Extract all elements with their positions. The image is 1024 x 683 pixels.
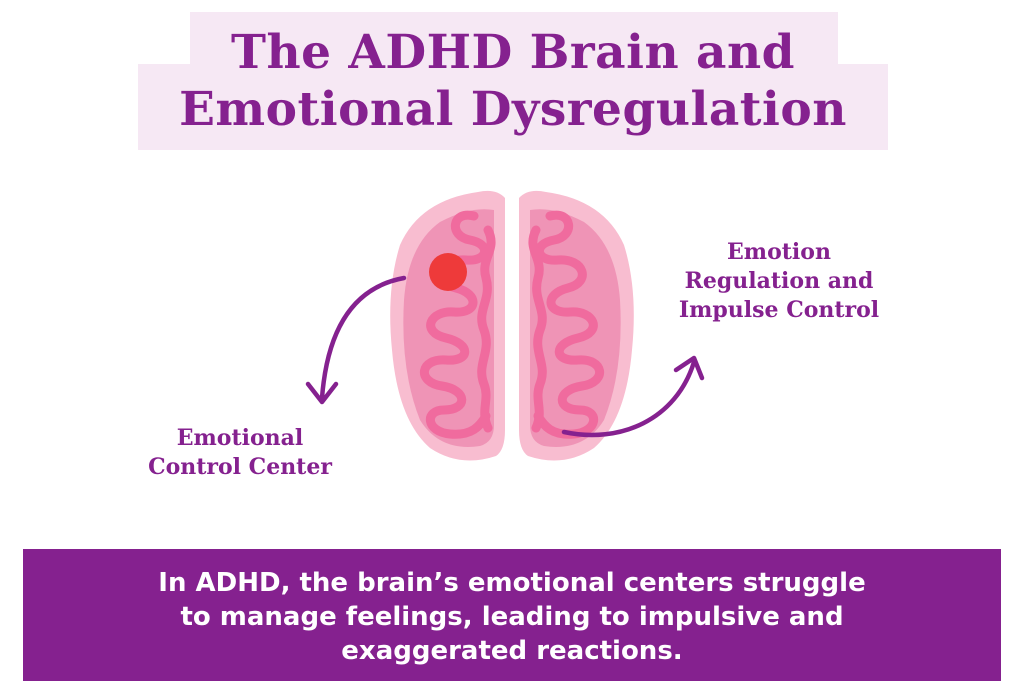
page-title: The ADHD Brain and Emotional Dysregulati… (138, 24, 888, 138)
label-emotional-control-center-line-1: Emotional (176, 425, 304, 451)
brain-left-inner (403, 209, 494, 447)
page-title-line-2: Emotional Dysregulation (179, 82, 847, 137)
curved-arrow-up-right-icon (561, 355, 705, 438)
brain-icon (390, 190, 634, 461)
brain-left-folds-inner (477, 225, 496, 433)
label-emotion-regulation-line-2: Regulation and (684, 268, 874, 294)
curved-arrow-down-left-icon (305, 275, 407, 405)
summary-line-1: In ADHD, the brain’s emotional centers s… (158, 568, 866, 598)
brain-right-folds-inner (528, 225, 547, 433)
brain-left-folds (419, 210, 491, 439)
emotional-center-hotspot (429, 253, 467, 291)
label-emotion-regulation-line-3: Impulse Control (678, 297, 880, 323)
summary-banner-text: In ADHD, the brain’s emotional centers s… (23, 566, 1001, 668)
label-emotion-regulation: Emotion Regulation and Impulse Control (666, 238, 892, 325)
brain-right-inner (530, 209, 621, 447)
summary-line-2: to manage feelings, leading to impulsive… (180, 602, 844, 632)
summary-line-3: exaggerated reactions. (341, 636, 683, 666)
label-emotional-control-center: Emotional Control Center (132, 424, 348, 482)
brain-right-folds (533, 210, 605, 439)
summary-banner (23, 549, 1001, 681)
label-emotion-regulation-line-1: Emotion (727, 239, 831, 265)
label-emotional-control-center-line-2: Control Center (148, 454, 332, 480)
title-background-bottom (138, 64, 888, 150)
page-title-line-1: The ADHD Brain and (231, 25, 795, 80)
